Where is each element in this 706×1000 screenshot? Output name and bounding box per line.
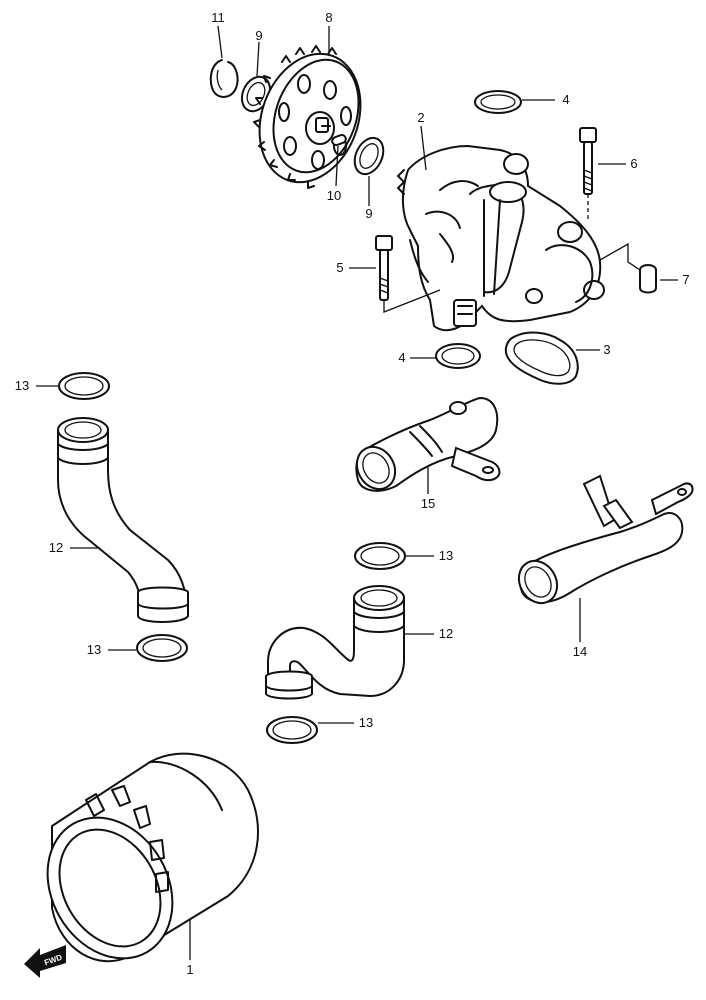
o-ring-13-a (58, 372, 110, 400)
callout-5: 5 (336, 260, 343, 275)
callout-7: 7 (682, 272, 689, 287)
callout-8: 8 (325, 10, 332, 25)
o-ring-13-b (136, 634, 188, 662)
leader-lines (36, 25, 678, 960)
callout-13-c: 13 (439, 548, 453, 563)
oil-filter (46, 752, 259, 963)
gasket (504, 331, 579, 385)
fwd-arrow-icon: FWD (24, 945, 66, 978)
callout-2: 2 (417, 110, 424, 125)
bolt-5 (375, 235, 441, 313)
callout-4-lower: 4 (398, 350, 405, 365)
callout-10: 10 (327, 188, 341, 203)
callout-4-upper: 4 (562, 92, 569, 107)
callout-9-upper: 9 (255, 28, 262, 43)
o-ring-4-upper (474, 90, 522, 114)
callout-11: 11 (211, 10, 225, 25)
callout-1: 1 (186, 962, 193, 977)
hose-15 (355, 396, 501, 492)
callout-14: 14 (573, 644, 587, 659)
callout-labels: 11 9 8 10 9 2 4 6 5 7 3 4 13 12 13 13 12… (15, 10, 690, 977)
callout-13-d: 13 (359, 715, 373, 730)
callout-6: 6 (630, 156, 637, 171)
pin-part (331, 133, 347, 147)
hose-14 (517, 474, 694, 605)
dowel-pin (599, 242, 657, 294)
o-ring-13-d (266, 716, 318, 744)
o-ring-13-c (354, 542, 406, 570)
callout-3: 3 (603, 342, 610, 357)
oil-pump-body (397, 144, 605, 332)
callout-13-a: 13 (15, 378, 29, 393)
o-ring-4-lower (435, 343, 481, 369)
callout-12-left: 12 (49, 540, 63, 555)
callout-12-center: 12 (439, 626, 453, 641)
oil-pipe-12-left (57, 417, 189, 623)
oil-pipe-12-center (265, 585, 405, 700)
sprocket-gear (253, 45, 362, 189)
callout-9-lower: 9 (365, 206, 372, 221)
bolt-6 (579, 127, 597, 222)
callout-15: 15 (421, 496, 435, 511)
callout-13-b: 13 (87, 642, 101, 657)
circlip-part (209, 59, 239, 98)
o-ring-9-lower (353, 136, 385, 176)
